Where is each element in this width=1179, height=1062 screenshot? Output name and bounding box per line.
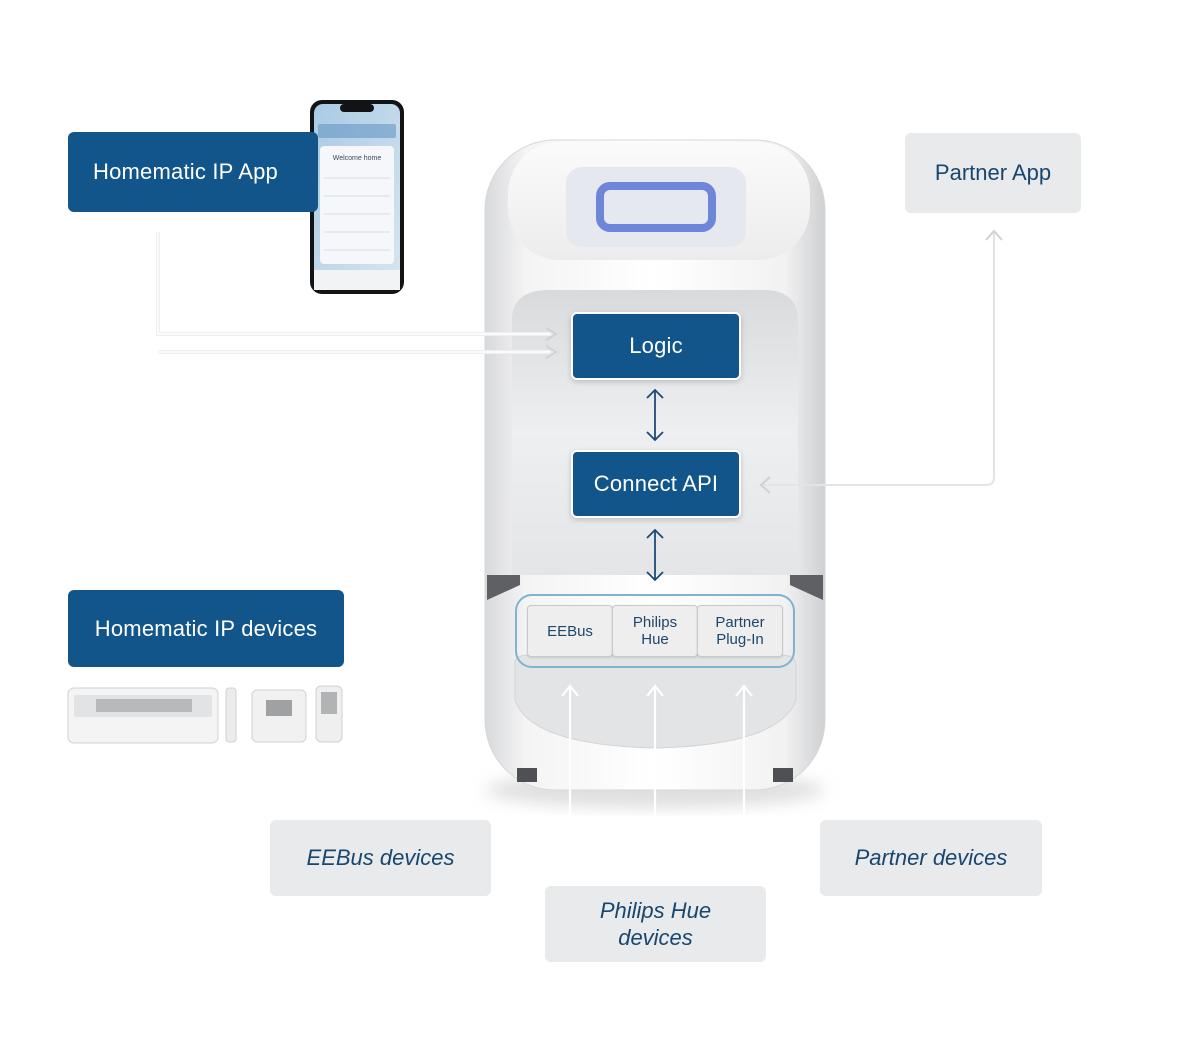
plugin-philips-hue: Philips Hue <box>612 605 698 657</box>
plugin-eebus-label: EEBus <box>547 622 593 640</box>
connect-api-arrowhead <box>759 476 771 494</box>
homematic-devices-image <box>67 685 343 744</box>
philips-hue-devices-box: Philips Hue devices <box>545 886 766 962</box>
phone-greeting: Welcome home <box>333 155 382 162</box>
eebus-device-arrow <box>510 684 579 862</box>
connect-api-box: Connect API <box>571 450 741 518</box>
led-ring <box>596 182 716 232</box>
partner-app-box: Partner App <box>905 133 1081 213</box>
philips-hue-devices-label: Philips Hue devices <box>599 898 712 950</box>
homematic-ip-devices-label: Homematic IP devices <box>94 615 318 641</box>
connect-api-label: Connect API <box>593 471 719 496</box>
logic-box: Logic <box>571 312 741 380</box>
plugin-container <box>515 594 795 668</box>
plugin-eebus: EEBus <box>527 605 613 657</box>
hue-device-arrow <box>646 684 664 880</box>
eebus-devices-box: EEBus devices <box>270 820 491 896</box>
plugin-partner: Partner Plug-In <box>697 605 783 657</box>
phone-image: Welcome home <box>310 100 404 294</box>
partner-devices-label: Partner devices <box>854 845 1008 870</box>
partner-device-arrow <box>735 684 802 862</box>
api-plugins-double-arrow <box>646 528 664 582</box>
eebus-devices-label: EEBus devices <box>306 845 455 870</box>
partner-devices-box: Partner devices <box>820 820 1042 896</box>
api-partner-line <box>760 232 995 486</box>
homematic-ip-app-box: Homematic IP App <box>68 132 318 212</box>
partner-app-label: Partner App <box>934 160 1052 185</box>
logic-label: Logic <box>629 333 683 358</box>
plugin-philips-hue-label: Philips Hue <box>632 614 678 648</box>
homematic-ip-app-label: Homematic IP App <box>93 159 278 184</box>
plugin-partner-label: Partner Plug-In <box>715 614 765 648</box>
logic-api-double-arrow <box>646 388 664 442</box>
homematic-ip-devices-box: Homematic IP devices <box>68 590 344 667</box>
partner-app-arrowhead <box>985 229 1003 241</box>
